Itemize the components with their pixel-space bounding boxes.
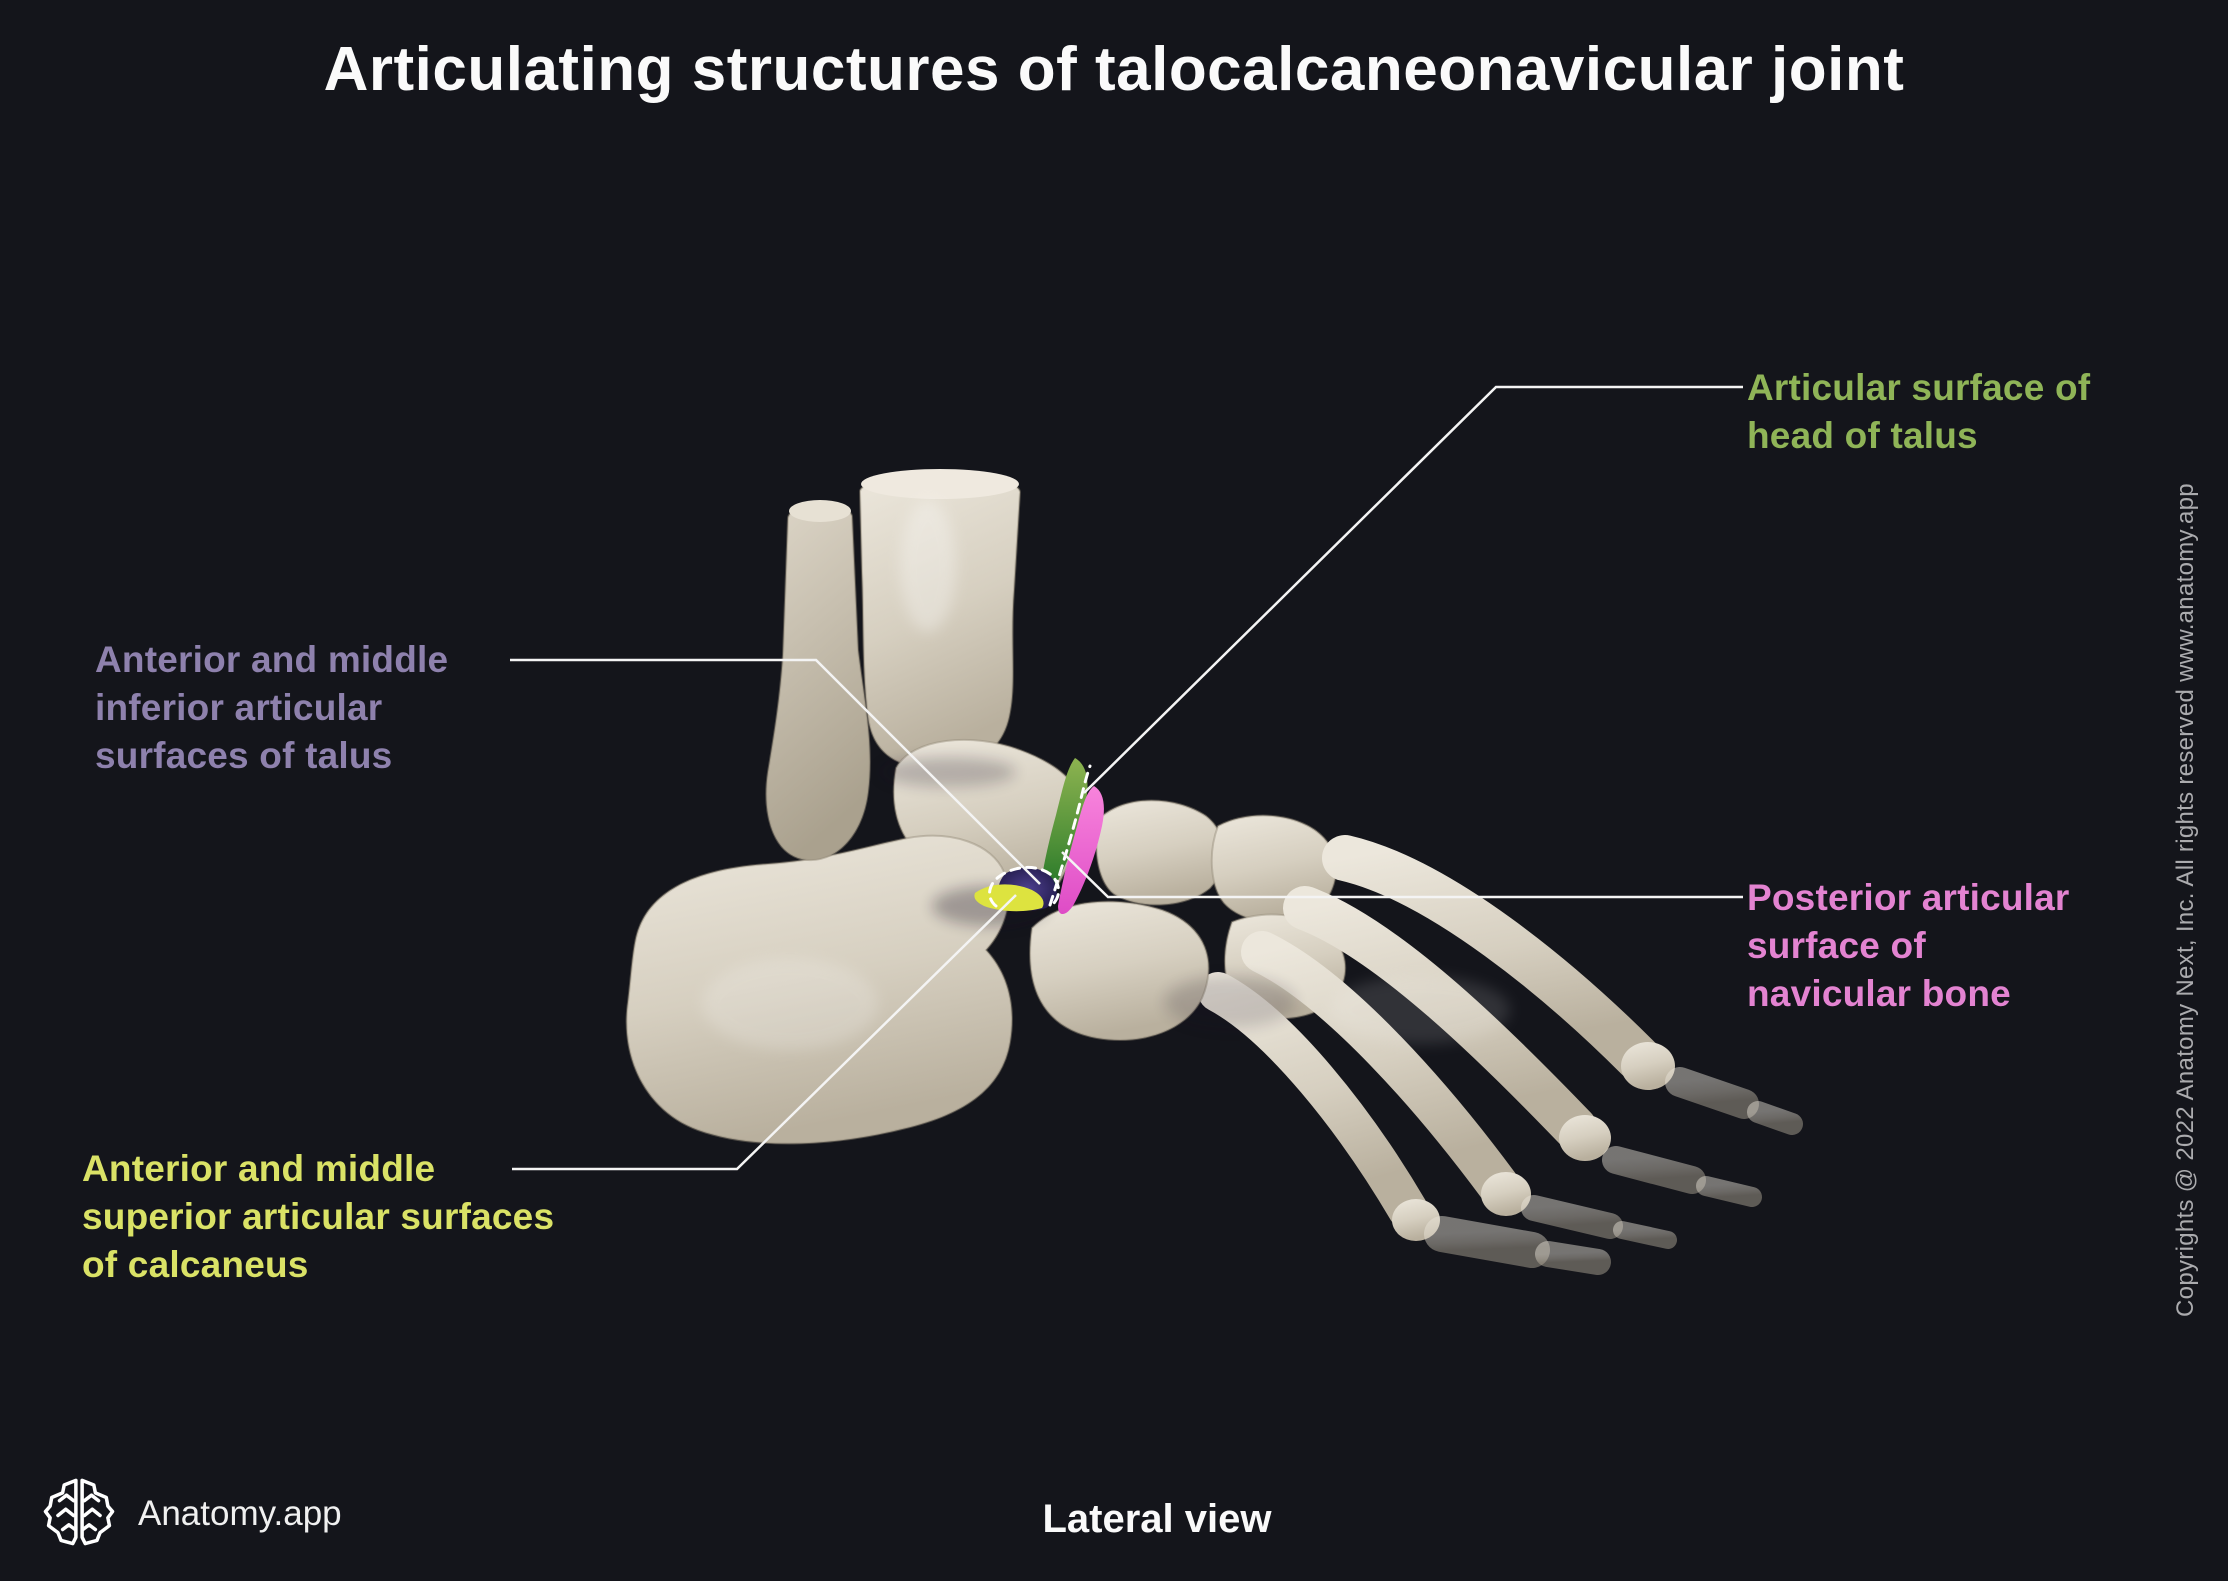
leader-line-talus-inferior xyxy=(510,658,1041,885)
joint-dashed-outline xyxy=(988,764,1092,908)
label-anterior-middle-inferior-surfaces-of-talus: Anterior and middle inferior articular s… xyxy=(95,636,448,780)
page-title: Articulating structures of talocalcaneon… xyxy=(323,35,1905,104)
label-line: Articular surface of xyxy=(1747,367,2091,408)
label-posterior-articular-surface-of-navicular: Posterior articular surface of navicular… xyxy=(1747,874,2070,1018)
label-line: surfaces of talus xyxy=(95,735,393,776)
highlight-superior-articular-surfaces-calcaneus xyxy=(974,884,1044,912)
metatarsal-heads xyxy=(1392,1042,1675,1241)
label-line: superior articular surfaces xyxy=(82,1196,555,1237)
label-line: Anterior and middle xyxy=(82,1148,436,1189)
leader-lines xyxy=(510,385,1743,1171)
label-line: surface of xyxy=(1747,925,1926,966)
highlight-posterior-articular-surface-navicular xyxy=(1058,786,1104,915)
view-orientation-label: Lateral view xyxy=(1042,1497,1272,1541)
label-line: Anterior and middle xyxy=(95,639,449,680)
anatomy-app-brain-logo-icon xyxy=(43,1478,115,1546)
phalanges-bones xyxy=(1424,1067,1803,1275)
copyright-notice: Copyrights @ 2022 Anatomy Next, Inc. All… xyxy=(2172,483,2199,1317)
leader-line-talus-head xyxy=(1083,385,1743,794)
joint-highlights xyxy=(974,758,1104,915)
leader-line-navicular xyxy=(1061,851,1743,899)
label-line: head of talus xyxy=(1747,415,1978,456)
label-anterior-middle-superior-surfaces-of-calcaneus: Anterior and middle superior articular s… xyxy=(82,1145,554,1289)
label-line: inferior articular xyxy=(95,687,383,728)
navicular-bone xyxy=(1095,799,1225,906)
label-line: navicular bone xyxy=(1747,973,2011,1014)
bone-shading xyxy=(702,500,1510,1050)
label-line: of calcaneus xyxy=(82,1244,309,1285)
label-line: Posterior articular xyxy=(1747,877,2070,918)
anatomy-app-brand-name: Anatomy.app xyxy=(138,1494,342,1533)
highlight-articular-surface-head-of-talus xyxy=(1040,758,1088,899)
label-articular-surface-of-head-of-talus: Articular surface of head of talus xyxy=(1747,364,2090,460)
leader-line-calcaneus xyxy=(512,894,1017,1171)
foot-bones xyxy=(625,469,1803,1275)
fibula-bone xyxy=(765,500,871,862)
